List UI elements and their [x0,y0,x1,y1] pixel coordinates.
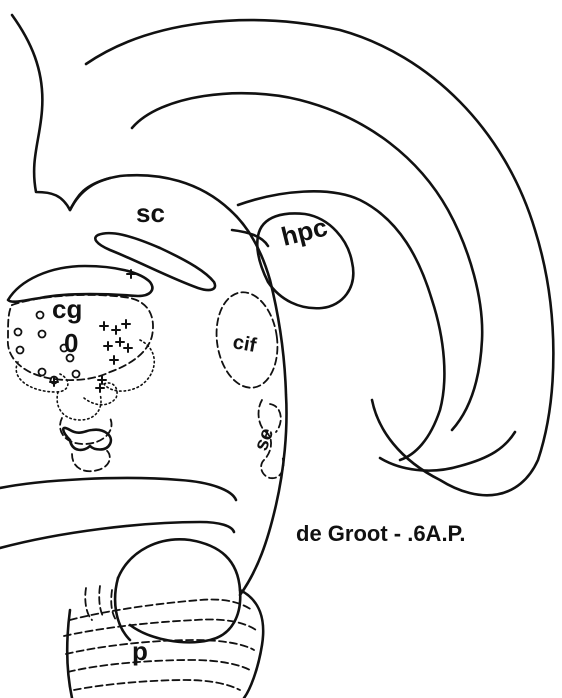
plus-sign-markers [50,270,135,392]
open-circle-marker [39,369,46,376]
pons-fibers-3 [66,640,254,654]
open-circle-marker [17,347,24,354]
open-circle-marker [37,312,44,319]
pons-fibers-1 [70,599,252,620]
hippocampal-band-inner [238,191,444,460]
outer-cortex-outline [86,20,553,495]
lower-horizontal-line-1 [0,478,236,500]
label-zero: 0 [64,328,78,358]
figure-caption: de Groot - .6A.P. [296,521,466,546]
plus-marker [110,356,118,364]
pons-fibers-5 [74,680,240,690]
open-circle-marker [15,329,22,336]
sc-region-outline [70,175,287,595]
plus-marker [122,320,130,328]
pons-fibers-4 [68,660,250,672]
label-hpc: hpc [278,212,330,252]
label-cg: cg [52,294,82,324]
pons-fibers-2 [64,619,256,636]
sc-ribbon-outline [95,233,215,290]
open-circle-marker [39,331,46,338]
twin-lobe-dashed-base [72,450,110,471]
pons-left-dashed-columns [85,586,116,620]
open-circle-marker [73,371,80,378]
label-p: p [132,636,148,666]
cg-dotted-left-lobe [16,362,68,392]
plus-marker [112,326,120,334]
plus-marker [104,342,112,350]
plus-marker [100,322,108,330]
label-sc: sc [136,198,165,228]
label-cif: cif [231,331,258,357]
pons-upper-outline [118,539,240,642]
left-fold-outline [12,15,110,210]
lower-horizontal-line-2 [0,522,234,548]
label-se: se [250,425,278,453]
plus-marker [124,344,132,352]
plus-marker [96,384,104,392]
plus-marker [116,338,124,346]
